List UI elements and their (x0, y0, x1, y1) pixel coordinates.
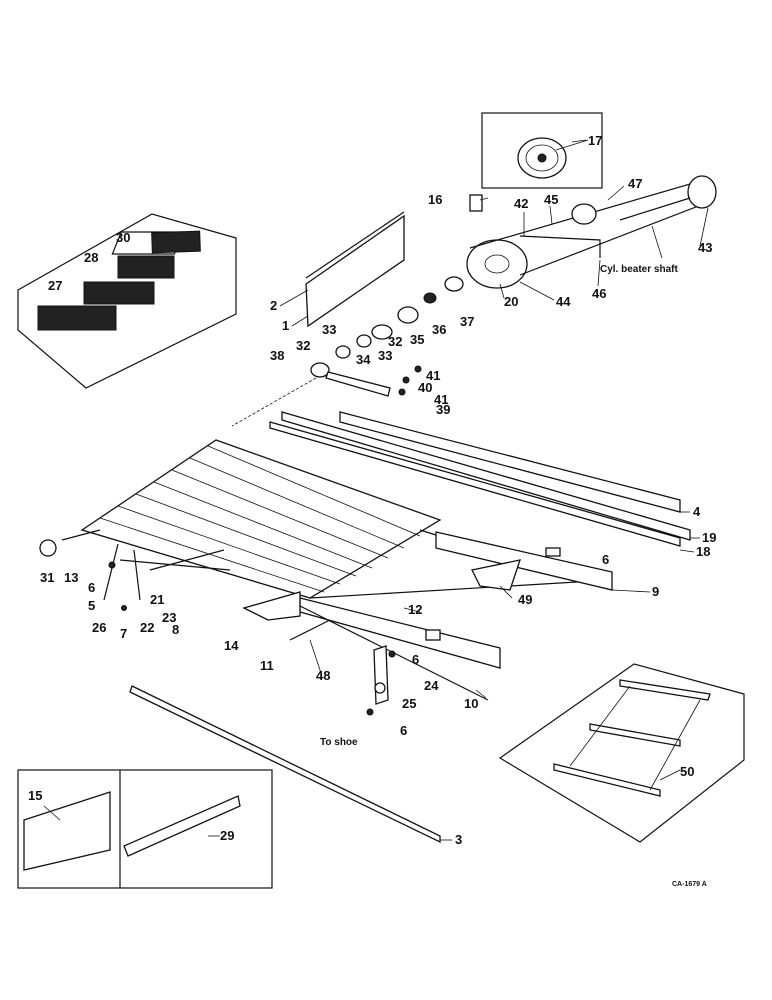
bracket-25 (366, 547, 561, 716)
label-11: 11 (260, 658, 274, 673)
label-36: 36 (432, 322, 446, 337)
label-27: 27 (48, 278, 62, 293)
label-25: 25 (402, 696, 416, 711)
part-labels: 1 2 3 4 5 6 6 6 6 7 8 9 10 11 12 13 14 1… (28, 133, 716, 888)
label-29: 29 (220, 828, 234, 843)
label-41b: 41 (434, 392, 448, 407)
label-43: 43 (698, 240, 712, 255)
label-41a: 41 (426, 368, 440, 383)
label-12: 12 (408, 602, 422, 617)
sieve-frame (80, 439, 613, 599)
lever-38 (231, 362, 391, 427)
label-13: 13 (64, 570, 78, 585)
label-40: 40 (418, 380, 432, 395)
rails (269, 411, 691, 547)
label-to-shoe: To shoe (320, 737, 358, 748)
label-45: 45 (544, 192, 558, 207)
inset-pulley (481, 112, 603, 189)
label-32a: 32 (296, 338, 310, 353)
label-3: 3 (455, 832, 462, 847)
leader-lines (43, 139, 709, 841)
label-6d: 6 (400, 723, 407, 738)
label-5: 5 (88, 598, 95, 613)
label-9: 9 (652, 584, 659, 599)
label-2: 2 (270, 298, 277, 313)
label-33a: 33 (322, 322, 336, 337)
label-10: 10 (464, 696, 478, 711)
lower-assembly (242, 591, 501, 701)
label-15: 15 (28, 788, 42, 803)
label-7: 7 (120, 626, 127, 641)
label-34: 34 (356, 352, 371, 367)
label-19: 19 (702, 530, 716, 545)
label-38: 38 (270, 348, 284, 363)
label-31: 31 (40, 570, 54, 585)
label-16: 16 (428, 192, 442, 207)
label-24: 24 (424, 678, 439, 693)
label-18: 18 (696, 544, 710, 559)
label-1: 1 (282, 318, 289, 333)
label-20: 20 (504, 294, 518, 309)
label-6b: 6 (88, 580, 95, 595)
label-35: 35 (410, 332, 424, 347)
label-4: 4 (693, 504, 701, 519)
label-cyl-beater-shaft: Cyl. beater shaft (600, 264, 678, 275)
label-33b: 33 (378, 348, 392, 363)
label-21: 21 (150, 592, 164, 607)
label-37: 37 (460, 314, 474, 329)
label-47: 47 (628, 176, 642, 191)
beater-shaft-assembly (466, 175, 717, 289)
label-49: 49 (518, 592, 532, 607)
label-42: 42 (514, 196, 528, 211)
label-26: 26 (92, 620, 106, 635)
label-48: 48 (316, 668, 330, 683)
inset-15-29 (17, 769, 273, 889)
label-32b: 32 (388, 334, 402, 349)
label-46: 46 (592, 286, 606, 301)
label-8: 8 (172, 622, 179, 637)
left-linkage (39, 529, 231, 611)
hardware-stack (335, 276, 464, 396)
inset-grate-panels (17, 213, 237, 389)
inset-50 (498, 663, 745, 843)
label-23: 23 (162, 610, 176, 625)
label-17: 17 (588, 133, 602, 148)
label-39: 39 (436, 402, 450, 417)
long-strip-3 (129, 685, 441, 844)
label-44: 44 (556, 294, 571, 309)
label-30: 30 (116, 230, 130, 245)
side-panel (305, 211, 405, 328)
label-22: 22 (140, 620, 154, 635)
label-50: 50 (680, 764, 694, 779)
label-14: 14 (224, 638, 239, 653)
label-6c: 6 (412, 652, 419, 667)
label-28: 28 (84, 250, 98, 265)
drawing-code: CA-1679 A (672, 881, 707, 888)
label-6a: 6 (602, 552, 609, 567)
